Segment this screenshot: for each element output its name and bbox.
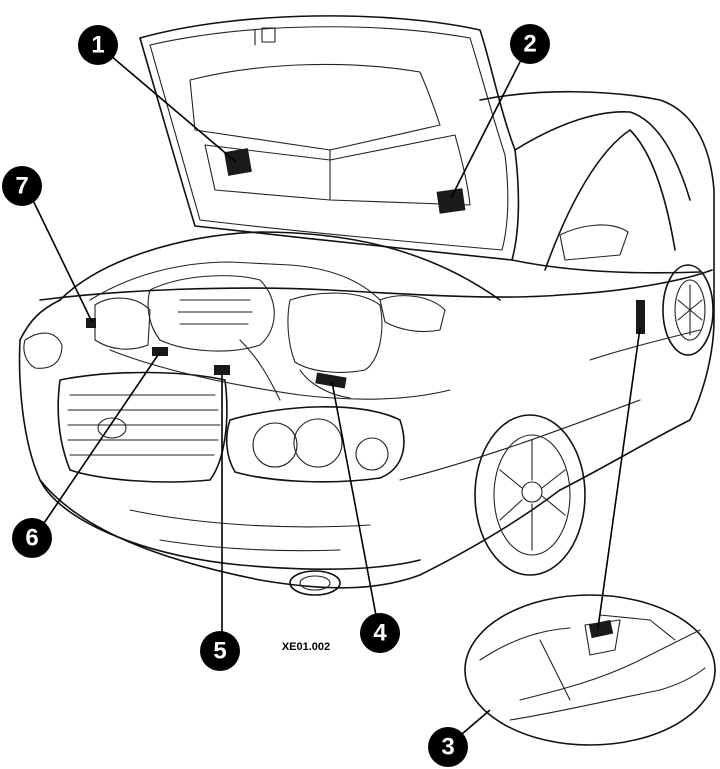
leader-line-3a	[597, 327, 641, 629]
detail-inset	[464, 594, 716, 746]
callout-1-number: 1	[91, 32, 104, 59]
callout-2-number: 2	[523, 31, 536, 58]
engine-label-5	[214, 365, 230, 375]
car-illustration	[18, 15, 716, 746]
callout-2: 2	[510, 24, 550, 64]
leader-line-7	[27, 189, 93, 323]
callout-3-number: 3	[441, 734, 454, 761]
callout-3: 3	[428, 727, 468, 767]
hood-label-1	[224, 148, 252, 176]
callout-1: 1	[78, 25, 118, 65]
hood-label-2	[436, 188, 466, 214]
callout-4: 4	[360, 613, 400, 653]
front-wheel	[474, 414, 586, 576]
leader-line-2	[450, 51, 526, 199]
engine-bay	[59, 231, 501, 401]
engine-label-7	[86, 318, 96, 328]
callout-6-number: 6	[25, 525, 38, 552]
callout-7-number: 7	[15, 173, 28, 200]
rear-wheel	[662, 264, 714, 356]
door-pillar-label-3	[636, 300, 645, 334]
engine-label-4	[315, 372, 347, 389]
engine-label-6	[152, 347, 168, 356]
leader-line-6	[37, 351, 161, 533]
callout-5: 5	[200, 631, 240, 671]
callout-4-number: 4	[373, 620, 387, 647]
car-body	[18, 90, 715, 596]
leader-line-4	[331, 381, 379, 627]
inset-label-3	[588, 619, 614, 639]
open-hood	[139, 15, 520, 261]
callout-7: 7	[2, 166, 42, 206]
figure-code: XE01.002	[282, 641, 330, 653]
leader-lines	[27, 49, 641, 741]
callout-5-number: 5	[213, 638, 226, 665]
callout-6: 6	[12, 518, 52, 558]
leader-line-1	[103, 49, 237, 163]
